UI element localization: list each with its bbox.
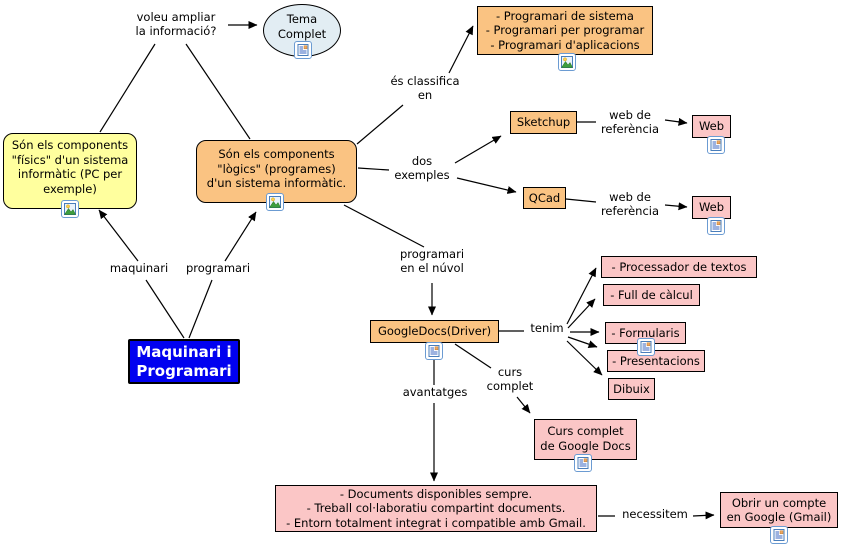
link-line <box>185 43 251 140</box>
link-line <box>357 167 390 171</box>
document-icon[interactable] <box>770 526 788 544</box>
link-label-es-classifica-en[interactable]: és classifica en <box>390 74 460 102</box>
concept-web-qcad[interactable]: Web <box>692 196 731 219</box>
picture-glyph <box>561 56 573 68</box>
link-label-maquinari[interactable]: maquinari <box>109 261 169 275</box>
concept-components-logics[interactable]: Són els components "lògics" (programes) … <box>196 140 357 203</box>
picture-glyph <box>269 196 281 208</box>
link-arrow <box>567 298 596 329</box>
link-arrow <box>566 267 597 325</box>
link-arrow <box>456 177 517 194</box>
link-line <box>145 279 185 339</box>
link-arrow <box>664 117 688 126</box>
link-label-dos-exemples[interactable]: dos exemples <box>394 154 450 182</box>
link-label-programari-en-el-nuvol[interactable]: programari en el núvol <box>399 247 465 275</box>
document-glyph <box>710 139 722 151</box>
link-arrow <box>98 209 139 262</box>
concept-presentacions[interactable]: - Presentacions <box>607 350 705 372</box>
concept-sketchup[interactable]: Sketchup <box>510 111 577 134</box>
link-label-programari[interactable]: programari <box>185 261 251 275</box>
document-glyph <box>710 220 722 232</box>
link-arrow <box>448 25 474 74</box>
document-icon[interactable] <box>637 338 655 356</box>
link-arrow <box>567 336 598 349</box>
document-glyph <box>297 44 309 56</box>
concept-tipus-programari[interactable]: - Programari de sistema - Programari per… <box>477 6 653 55</box>
concept-full-de-calcul[interactable]: - Full de càlcul <box>603 284 700 306</box>
link-label-web-referencia-sketchup[interactable]: web de referència <box>600 108 660 136</box>
link-label-voleu-ampliar[interactable]: voleu ampliar la informació? <box>135 10 217 38</box>
link-arrow <box>566 340 603 376</box>
document-glyph <box>428 345 440 357</box>
picture-icon[interactable] <box>266 193 284 211</box>
link-label-tenim[interactable]: tenim <box>530 321 564 335</box>
link-arrow <box>224 211 257 262</box>
link-label-curs-complet[interactable]: curs complet <box>486 365 534 393</box>
document-icon[interactable] <box>574 454 592 472</box>
link-arrow <box>692 511 715 520</box>
concept-qcad[interactable]: QCad <box>523 187 566 209</box>
link-arrow <box>664 202 688 211</box>
document-glyph <box>577 457 589 469</box>
link-line <box>565 198 597 203</box>
picture-icon[interactable] <box>61 200 79 218</box>
link-arrow <box>454 135 502 164</box>
link-line <box>343 204 425 248</box>
picture-icon[interactable] <box>558 53 576 71</box>
picture-glyph <box>64 203 76 215</box>
concept-tema-complet[interactable]: Tema Complet <box>263 4 341 57</box>
link-line <box>356 104 404 145</box>
concept-googledocs-driver[interactable]: GoogleDocs(Driver) <box>370 320 499 343</box>
document-icon[interactable] <box>707 217 725 235</box>
concept-formularis[interactable]: - Formularis <box>605 322 686 344</box>
link-arrow <box>516 396 531 414</box>
concept-processador-de-textos[interactable]: - Processador de textos <box>601 256 757 278</box>
document-glyph <box>640 341 652 353</box>
document-icon[interactable] <box>294 41 312 59</box>
concept-dibuix[interactable]: Dibuix <box>608 378 655 400</box>
link-label-necessitem[interactable]: necessitem <box>622 507 688 521</box>
document-icon[interactable] <box>707 136 725 154</box>
concept-obrir-compte-google[interactable]: Obrir un compte en Google (Gmail) <box>720 492 838 528</box>
link-label-web-referencia-qcad[interactable]: web de referència <box>600 190 660 218</box>
link-label-avantatges[interactable]: avantatges <box>402 385 468 399</box>
concept-root-maquinari-i-programari[interactable]: Maquinari i Programari <box>128 339 240 384</box>
document-icon[interactable] <box>425 342 443 360</box>
link-line <box>454 343 492 369</box>
concept-avantatges-llista[interactable]: - Documents disponibles sempre. - Trebal… <box>275 485 597 532</box>
concept-web-sketchup[interactable]: Web <box>692 115 731 138</box>
concept-components-fisics[interactable]: Són els components "físics" d'un sistema… <box>3 133 137 209</box>
document-glyph <box>773 529 785 541</box>
link-line <box>188 279 213 339</box>
link-line <box>99 43 156 133</box>
